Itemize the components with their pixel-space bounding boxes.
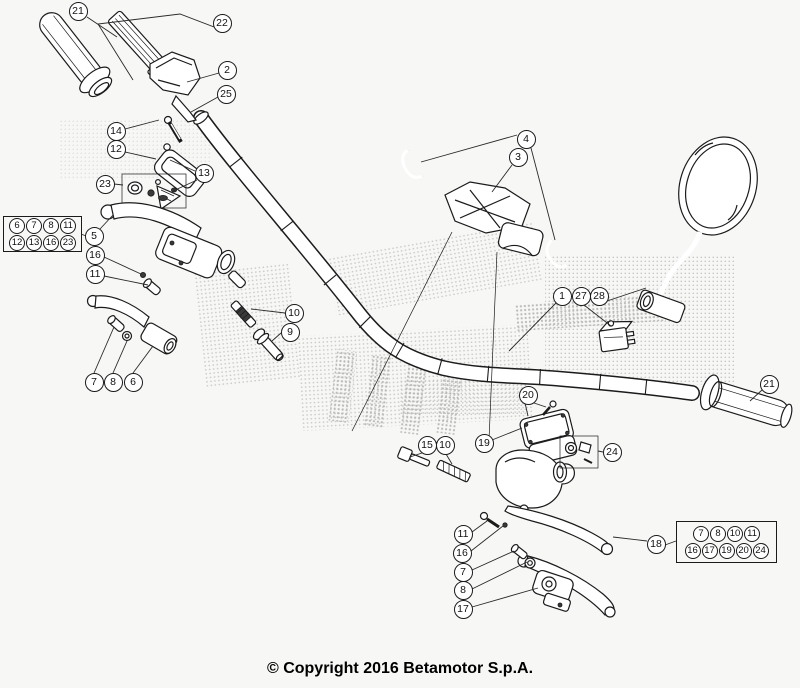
- throttle-screw: [163, 115, 183, 144]
- throttle-tube: [107, 10, 201, 123]
- copyright-text: © Copyright 2016 Betamotor S.p.A.: [266, 660, 534, 677]
- clutch-push-rod: [230, 300, 284, 362]
- left-grip: [39, 12, 113, 98]
- hot-start-lever: [86, 294, 178, 355]
- brake-master-cylinder: [495, 449, 614, 556]
- watermark: [60, 118, 735, 435]
- clutch-lever-assembly: [100, 202, 246, 289]
- lever-bolt: [252, 328, 284, 362]
- cable-ball-and-pin: [139, 271, 161, 296]
- spare-lever: [517, 554, 616, 618]
- brake-lever: [504, 505, 611, 553]
- bar-mount: [401, 148, 568, 269]
- mirror-clamp: [636, 289, 686, 324]
- mirror: [636, 136, 758, 324]
- lever-fasteners: [479, 511, 536, 569]
- throttle-cable-end: [171, 94, 198, 123]
- right-grip: [699, 374, 793, 428]
- bolt-and-spring: [397, 446, 471, 483]
- cover-screw: [542, 400, 557, 416]
- clamp-parts-box: [559, 435, 599, 469]
- handlebar: [193, 110, 700, 401]
- leader-lines: [80, 16, 763, 608]
